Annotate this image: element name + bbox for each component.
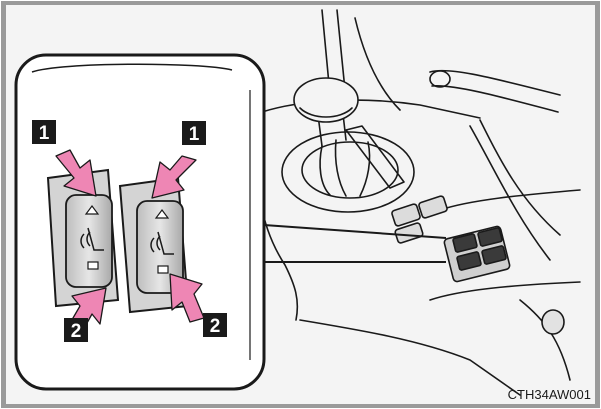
press-arrow-icon <box>151 155 197 199</box>
svg-text:2: 2 <box>71 321 82 342</box>
callout-badge-1-right: 1 <box>182 121 206 145</box>
inset-leader-lines <box>263 224 447 263</box>
left-indicator-lamp-icon <box>87 261 99 270</box>
svg-text:1: 1 <box>189 124 200 145</box>
press-arrow-icon <box>169 273 205 323</box>
right-indicator-lamp-icon <box>157 265 169 274</box>
shift-knob <box>293 77 359 123</box>
left-arrow-up-icon <box>84 205 100 215</box>
svg-text:1: 1 <box>39 123 50 144</box>
inset-panel: 1 1 2 2 <box>14 53 266 391</box>
press-arrow-icon <box>55 149 97 197</box>
callout-badge-1-left: 1 <box>32 120 56 144</box>
right-arrow-up-icon <box>154 209 170 219</box>
left-seat-heater-icon <box>80 227 104 251</box>
right-seat-heater-icon <box>150 231 174 255</box>
figure-code: CTH34AW001 <box>508 387 591 402</box>
left-seat-heater-switch <box>46 168 120 308</box>
callout-badge-2-left: 2 <box>64 318 88 342</box>
callout-badge-2-right: 2 <box>203 313 227 337</box>
svg-text:2: 2 <box>210 316 221 337</box>
